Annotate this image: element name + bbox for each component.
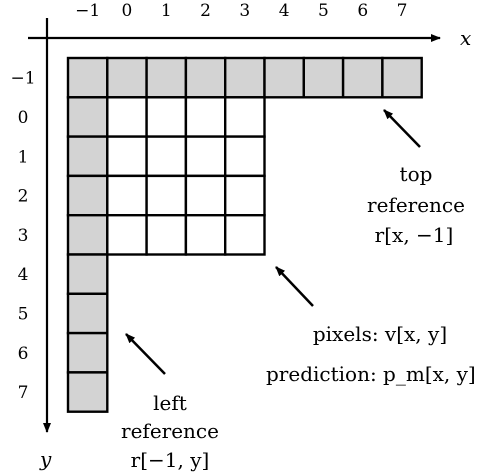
top-reference-cell bbox=[381, 56, 423, 99]
pixel-cell bbox=[106, 174, 148, 217]
top-reference-line2: reference bbox=[367, 193, 465, 217]
top-reference-cell bbox=[341, 56, 384, 99]
top-reference-line3: r[x, −1] bbox=[375, 223, 454, 247]
pixel-cell bbox=[106, 96, 148, 138]
y-axis-label: y bbox=[39, 447, 52, 471]
pixels-line2: prediction: p_m[x, y] bbox=[266, 362, 476, 386]
y-tick-label: −1 bbox=[10, 69, 35, 89]
left-reference-cell bbox=[66, 213, 109, 256]
top-reference-line1: top bbox=[400, 162, 433, 186]
pixel-cell bbox=[184, 96, 227, 138]
top-reference-cell bbox=[145, 56, 188, 99]
left-reference-cell bbox=[66, 253, 109, 295]
y-tick-labels: −1 0 1 2 3 4 5 6 7 bbox=[10, 69, 35, 403]
y-tick-label: 6 bbox=[18, 344, 29, 364]
pixel-cell bbox=[184, 135, 227, 178]
pixel-cell bbox=[145, 213, 188, 256]
pixel-cell bbox=[106, 213, 148, 256]
y-tick-label: 7 bbox=[18, 383, 29, 403]
x-tick-label: 0 bbox=[122, 1, 133, 21]
pixel-cell bbox=[145, 174, 188, 217]
y-tick-label: 3 bbox=[18, 226, 29, 246]
x-tick-label: 4 bbox=[279, 1, 290, 21]
pixel-cell bbox=[184, 174, 227, 217]
x-tick-labels: −1 0 1 2 3 4 5 6 7 bbox=[75, 1, 407, 21]
left-reference-cell bbox=[66, 135, 109, 178]
pixels-line1: pixels: v[x, y] bbox=[313, 322, 447, 346]
x-tick-label: 3 bbox=[239, 1, 250, 21]
pixel-cell bbox=[184, 213, 227, 256]
x-tick-label: 6 bbox=[357, 1, 368, 21]
x-tick-label: 2 bbox=[200, 1, 211, 21]
left-reference-line3: r[−1, y] bbox=[131, 448, 210, 472]
y-tick-label: 0 bbox=[18, 108, 29, 128]
top-reference-cell bbox=[184, 56, 227, 99]
left-reference-cell bbox=[66, 371, 109, 413]
pixel-cell bbox=[223, 135, 266, 178]
top-reference-cell bbox=[66, 56, 109, 99]
top-reference-cell bbox=[106, 56, 148, 99]
top-reference-arrow bbox=[383, 109, 421, 148]
pixel-cell bbox=[145, 96, 188, 138]
x-tick-label: 7 bbox=[397, 1, 408, 21]
pixel-cell bbox=[223, 174, 266, 217]
y-tick-label: 2 bbox=[18, 187, 29, 207]
pixel-cell bbox=[106, 135, 148, 178]
y-tick-label: 5 bbox=[18, 304, 29, 324]
left-reference-line1: left bbox=[153, 391, 187, 415]
x-axis-label: x bbox=[460, 26, 471, 50]
left-reference-line2: reference bbox=[121, 419, 219, 443]
x-tick-label: 1 bbox=[161, 1, 172, 21]
left-reference-cell bbox=[66, 174, 109, 217]
top-reference-cell bbox=[223, 56, 266, 99]
left-reference-cell bbox=[66, 292, 109, 335]
x-tick-label: −1 bbox=[75, 1, 100, 21]
pixel-cell bbox=[223, 96, 266, 138]
pixel-cell bbox=[145, 135, 188, 178]
left-reference-arrow bbox=[125, 333, 166, 375]
left-reference-cell bbox=[66, 331, 109, 374]
y-tick-label: 4 bbox=[18, 265, 29, 285]
left-reference-cell bbox=[66, 96, 109, 138]
y-tick-label: 1 bbox=[18, 147, 29, 167]
pixel-cell bbox=[223, 213, 266, 256]
x-tick-label: 5 bbox=[318, 1, 329, 21]
pixels-arrow bbox=[275, 266, 314, 307]
block-cells bbox=[66, 56, 423, 413]
top-reference-cell bbox=[302, 56, 345, 99]
top-reference-cell bbox=[263, 56, 305, 99]
